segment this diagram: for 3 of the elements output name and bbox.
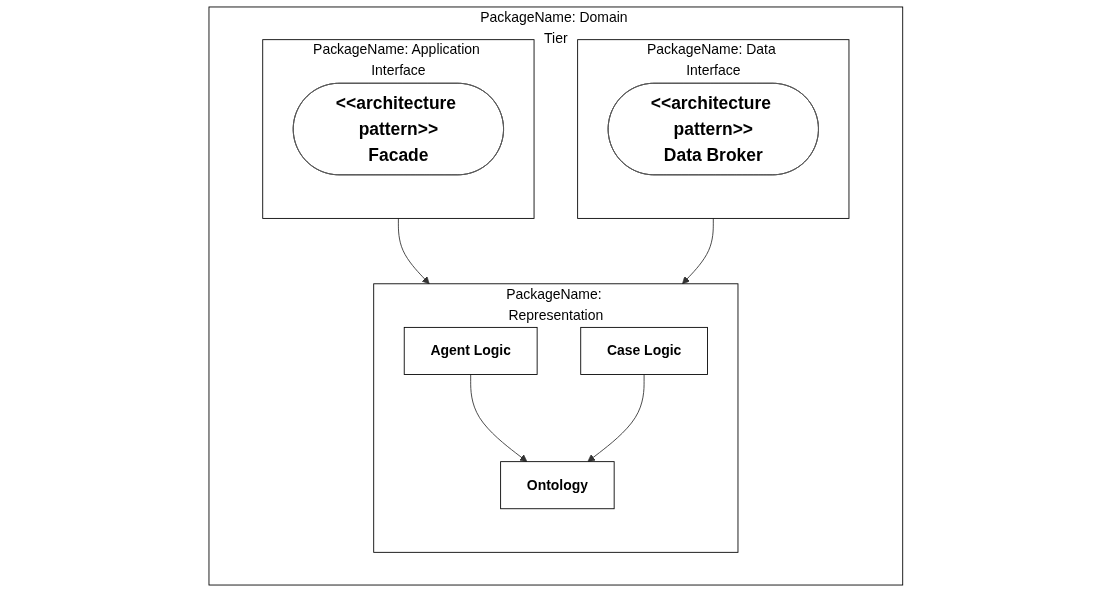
node-box: Agent Logic — [403, 326, 538, 375]
node-box: Ontology — [499, 461, 615, 510]
node-box: Case Logic — [579, 326, 708, 375]
